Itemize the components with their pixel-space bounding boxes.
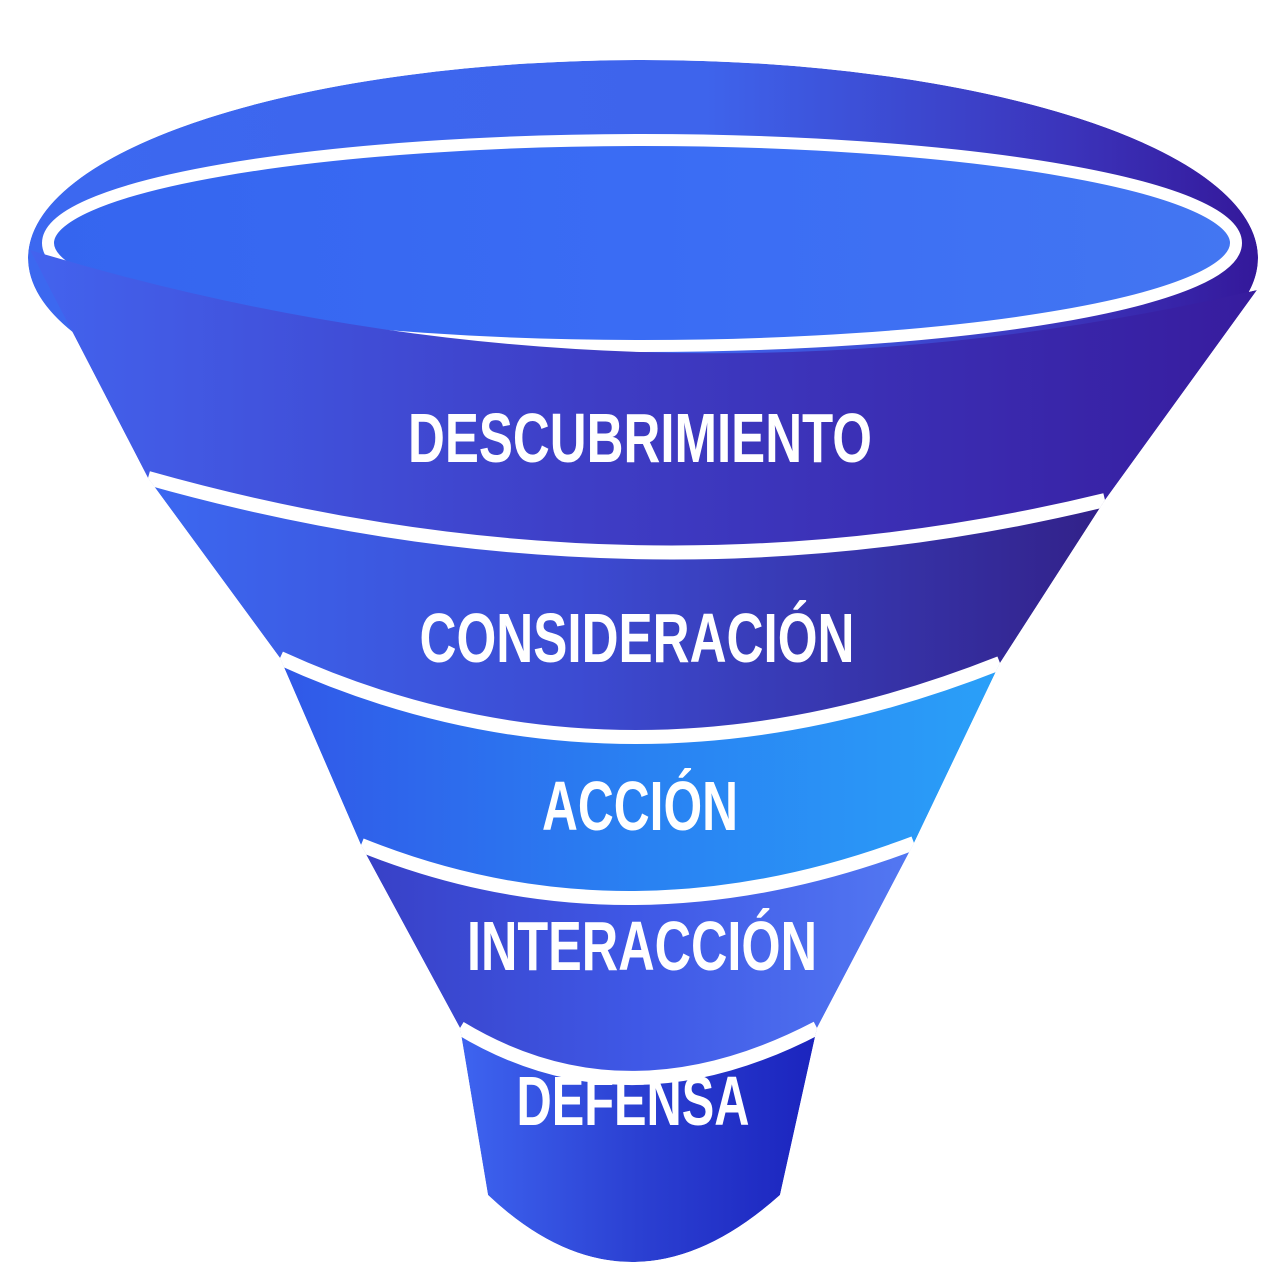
stage-separator-3 bbox=[358, 836, 917, 905]
stage-label-interaccion: INTERACCIÓN bbox=[467, 907, 817, 985]
funnel-stage-descubrimiento bbox=[30, 250, 1257, 553]
funnel-mouth-opening bbox=[48, 140, 1236, 346]
stage-label-defensa: DEFENSA bbox=[517, 1062, 750, 1140]
stage-label-descubrimiento: DESCUBRIMIENTO bbox=[408, 399, 872, 477]
funnel-stage-interaccion bbox=[361, 843, 914, 1078]
stage-separators bbox=[146, 471, 1107, 1085]
funnel-mouth-rim-line bbox=[42, 134, 1242, 352]
stage-label-consideracion: CONSIDERACIÓN bbox=[420, 599, 855, 677]
stage-separator-1 bbox=[146, 471, 1107, 560]
stage-separator-2 bbox=[277, 651, 1003, 744]
funnel-stage-defensa bbox=[460, 1028, 817, 1262]
stage-label-accion: ACCIÓN bbox=[542, 767, 738, 845]
stage-separator-4 bbox=[456, 1021, 821, 1085]
